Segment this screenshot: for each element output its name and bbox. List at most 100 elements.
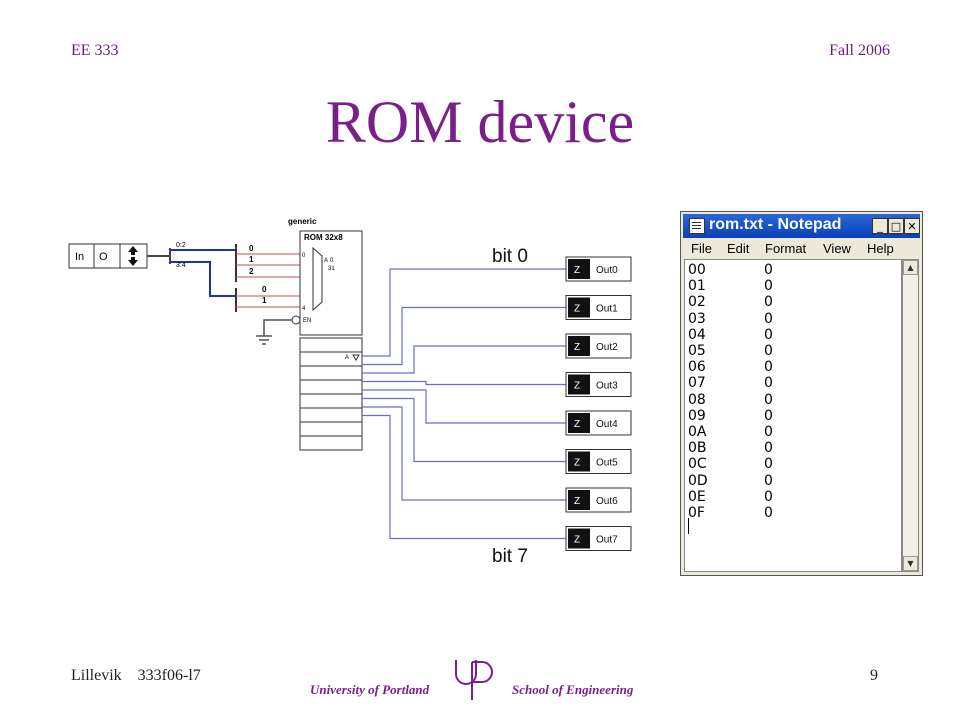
- menu-format[interactable]: Format: [765, 241, 807, 256]
- output-wire: [362, 345, 566, 374]
- output-state-indicator: [568, 374, 590, 395]
- university-logo: [455, 660, 493, 700]
- menu-edit[interactable]: Edit: [727, 241, 750, 256]
- rom-block[interactable]: generic ROM 32x8 0 A 0 31 4 EN A: [288, 217, 363, 451]
- rom-pin-label: A: [324, 258, 328, 264]
- rom-pin-label: 31: [328, 266, 335, 272]
- rom-address: 07: [688, 375, 706, 392]
- output-state-indicator: [568, 259, 590, 279]
- output-label: Out5: [596, 458, 618, 469]
- logo-university-text: University of Portland: [310, 682, 430, 697]
- scroll-up-icon[interactable]: ▲: [903, 260, 918, 275]
- output-wire: [362, 306, 566, 366]
- output-state-indicator: [568, 490, 590, 510]
- header-course: EE 333: [71, 42, 119, 59]
- output-wire: [362, 406, 566, 501]
- output-probe-6[interactable]: Z Out6: [565, 487, 632, 513]
- rom-address: 01: [688, 278, 706, 295]
- rom-address: 0C: [688, 456, 707, 473]
- notepad-icon: [689, 218, 705, 234]
- rom-value: 0: [764, 278, 773, 295]
- output-probe-2[interactable]: Z Out2: [565, 333, 632, 359]
- rom-value: 0: [764, 391, 773, 408]
- rom-address: 02: [688, 294, 706, 311]
- rom-address: 0E: [688, 488, 706, 505]
- output-probe-4[interactable]: Z Out4: [565, 410, 632, 436]
- menu-help[interactable]: Help: [867, 241, 894, 256]
- vertical-scrollbar[interactable]: ▲ ▼: [902, 259, 919, 572]
- up-down-arrows-icon[interactable]: [128, 246, 138, 266]
- rom-value: 0: [764, 407, 773, 424]
- rom-address: 05: [688, 343, 706, 359]
- input-switch[interactable]: In O: [68, 243, 148, 269]
- rom-value: 0: [764, 424, 773, 440]
- output-label: Out6: [596, 496, 618, 507]
- bit7-label: bit 7: [492, 546, 528, 567]
- output-state: Z: [574, 265, 580, 276]
- output-probe-0[interactable]: Z Out0: [565, 256, 632, 282]
- address-bit-label: 0: [262, 285, 267, 294]
- bus-tap-label: 3:4: [176, 262, 186, 269]
- rom-value: 0: [764, 326, 773, 343]
- switch-value: O: [99, 251, 108, 263]
- rom-value: 0: [764, 456, 773, 473]
- rom-value: 0: [764, 343, 773, 359]
- output-wire: [362, 268, 566, 357]
- logo-school-text: School of Engineering: [512, 682, 634, 697]
- rom-address: 03: [688, 310, 706, 327]
- rom-address: 0D: [688, 472, 708, 489]
- output-state: Z: [574, 496, 580, 507]
- output-state-indicator: [568, 336, 590, 356]
- notepad-window[interactable]: rom.txt - Notepad _ □ ✕ File Edit Format…: [680, 211, 923, 576]
- output-wire: [362, 380, 566, 386]
- rom-address: 0F: [688, 505, 705, 521]
- notepad-menubar: File Edit Format View Help: [683, 239, 920, 259]
- output-label: Out4: [596, 419, 618, 430]
- output-state: Z: [574, 342, 580, 353]
- rom-pin-label: EN: [303, 318, 311, 324]
- menu-view[interactable]: View: [823, 241, 851, 256]
- rom-pin-label: 4: [302, 306, 306, 312]
- rom-address: 04: [688, 326, 706, 343]
- footer-doc: 333f06-l7: [137, 667, 201, 684]
- menu-file[interactable]: File: [691, 241, 712, 256]
- bus-tap-label: 0:2: [176, 242, 186, 249]
- address-bit-label: 0: [249, 244, 254, 253]
- address-bit-label: 1: [262, 296, 267, 305]
- rom-value: 0: [764, 488, 773, 505]
- maximize-button[interactable]: □: [888, 218, 904, 234]
- rom-address: 08: [688, 391, 706, 408]
- footer-author: Lillevik: [71, 667, 122, 684]
- output-state: Z: [574, 304, 580, 315]
- output-state: Z: [574, 419, 580, 430]
- address-bit-label: 2: [249, 267, 254, 276]
- slide-title: ROM device: [325, 89, 635, 155]
- rom-value: 0: [764, 472, 773, 489]
- notepad-titlebar[interactable]: rom.txt - Notepad _ □ ✕: [683, 214, 920, 238]
- footer-author-doc: Lillevik 333f06-l7: [71, 667, 201, 685]
- text-caret: [688, 518, 689, 534]
- output-state: Z: [574, 381, 580, 392]
- rom-pin-label: A: [345, 355, 349, 361]
- footer-page-number: 9: [870, 667, 878, 684]
- output-wire: [362, 414, 566, 540]
- output-label: Out0: [596, 265, 618, 276]
- notepad-title: rom.txt - Notepad: [709, 216, 842, 233]
- rom-value: 0: [764, 375, 773, 392]
- output-wires: [362, 268, 566, 540]
- output-state-indicator: [568, 413, 590, 433]
- close-button[interactable]: ✕: [904, 218, 920, 234]
- rom-value: 0: [764, 262, 773, 278]
- bit0-label: bit 0: [492, 246, 528, 267]
- output-label: Out2: [596, 342, 618, 353]
- header-term: Fall 2006: [829, 42, 890, 59]
- minimize-button[interactable]: _: [872, 218, 888, 234]
- scroll-down-icon[interactable]: ▼: [903, 556, 918, 571]
- rom-pin-label: 0: [330, 258, 334, 264]
